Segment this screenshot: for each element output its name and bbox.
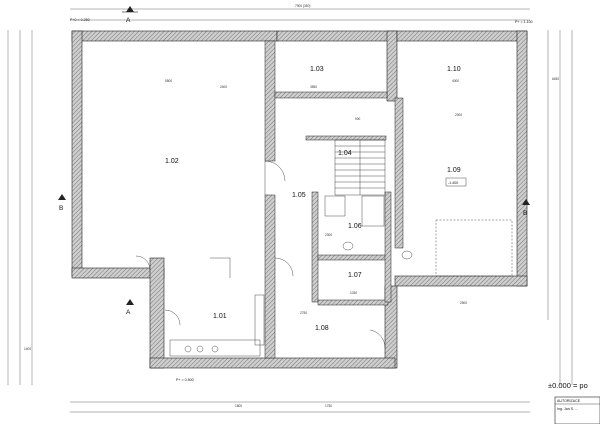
level-tags: P+0 = 0.250 P+ = 1.100 -1.400 P+ = 0.500: [70, 18, 533, 382]
section-mark: B: [523, 210, 527, 217]
overall-dimension: 7900 (350): [295, 4, 310, 8]
room-label-1-09: 1.09: [447, 167, 461, 174]
room-labels: 1.02 1.03 1.10 1.04 1.05 1.06 1.07 1.09 …: [165, 66, 461, 332]
section-mark: A: [126, 17, 131, 24]
level-tag-top: P+0 = 0.250: [70, 18, 90, 22]
dimension-text: 2300: [325, 233, 332, 237]
room-label-1-06: 1.06: [348, 223, 362, 230]
room-label-1-10: 1.10: [447, 66, 461, 73]
level-marker: ±0.000 = po: [548, 381, 588, 390]
level-tag-1-10: P+ = 1.100: [515, 20, 533, 24]
stairs: [334, 139, 386, 196]
level-tag-1-09: -1.400: [448, 181, 458, 185]
inner-walls: [264, 40, 404, 359]
dimension-text: 1400: [24, 347, 31, 351]
dimension-text: 2500: [460, 301, 467, 305]
room-label-1-01: 1.01: [213, 313, 227, 320]
section-marks: A B A B: [58, 6, 530, 316]
section-arrow-icon: [126, 6, 134, 12]
dimension-text: 2000: [455, 113, 462, 117]
doors: [135, 160, 386, 349]
dimension-text: 3550: [310, 85, 317, 89]
dimension-text: 1750: [325, 404, 332, 408]
section-mark: A: [126, 309, 131, 316]
section-arrow-icon: [126, 299, 134, 305]
title-block-line: Ing. Jan S. ...: [557, 407, 578, 411]
fixtures: [169, 195, 513, 357]
room-label-1-03: 1.03: [310, 66, 324, 73]
section-arrow-icon: [522, 199, 530, 205]
room-label-1-05: 1.05: [292, 192, 306, 199]
outer-walls: [71, 30, 528, 369]
section-arrow-icon: [58, 194, 66, 200]
room-label-1-08: 1.08: [315, 325, 329, 332]
dimension-text: 6450: [552, 77, 559, 81]
dimension-text: 2400: [220, 85, 227, 89]
section-mark: B: [59, 205, 63, 212]
room-label-1-02: 1.02: [165, 158, 179, 165]
level-tag-bottom: P+ = 0.500: [176, 378, 194, 382]
dimension-text: 2750: [300, 311, 307, 315]
title-block: AUTORIZACE Ing. Jan S. ...: [554, 396, 600, 424]
dimension-text: 900: [355, 117, 361, 121]
room-label-1-04: 1.04: [338, 150, 352, 157]
room-label-1-07: 1.07: [348, 272, 362, 279]
dimension-lines: [7, 8, 573, 413]
dimension-text: 5500: [165, 79, 172, 83]
dimension-text: 1800: [235, 404, 242, 408]
title-block-heading: AUTORIZACE: [557, 399, 581, 403]
dimension-text: 1030: [350, 291, 357, 295]
dimension-texts: 7900 (350) 3550 2400 4000 5500 2000 1750…: [24, 4, 559, 408]
dimension-text: 4000: [452, 79, 459, 83]
